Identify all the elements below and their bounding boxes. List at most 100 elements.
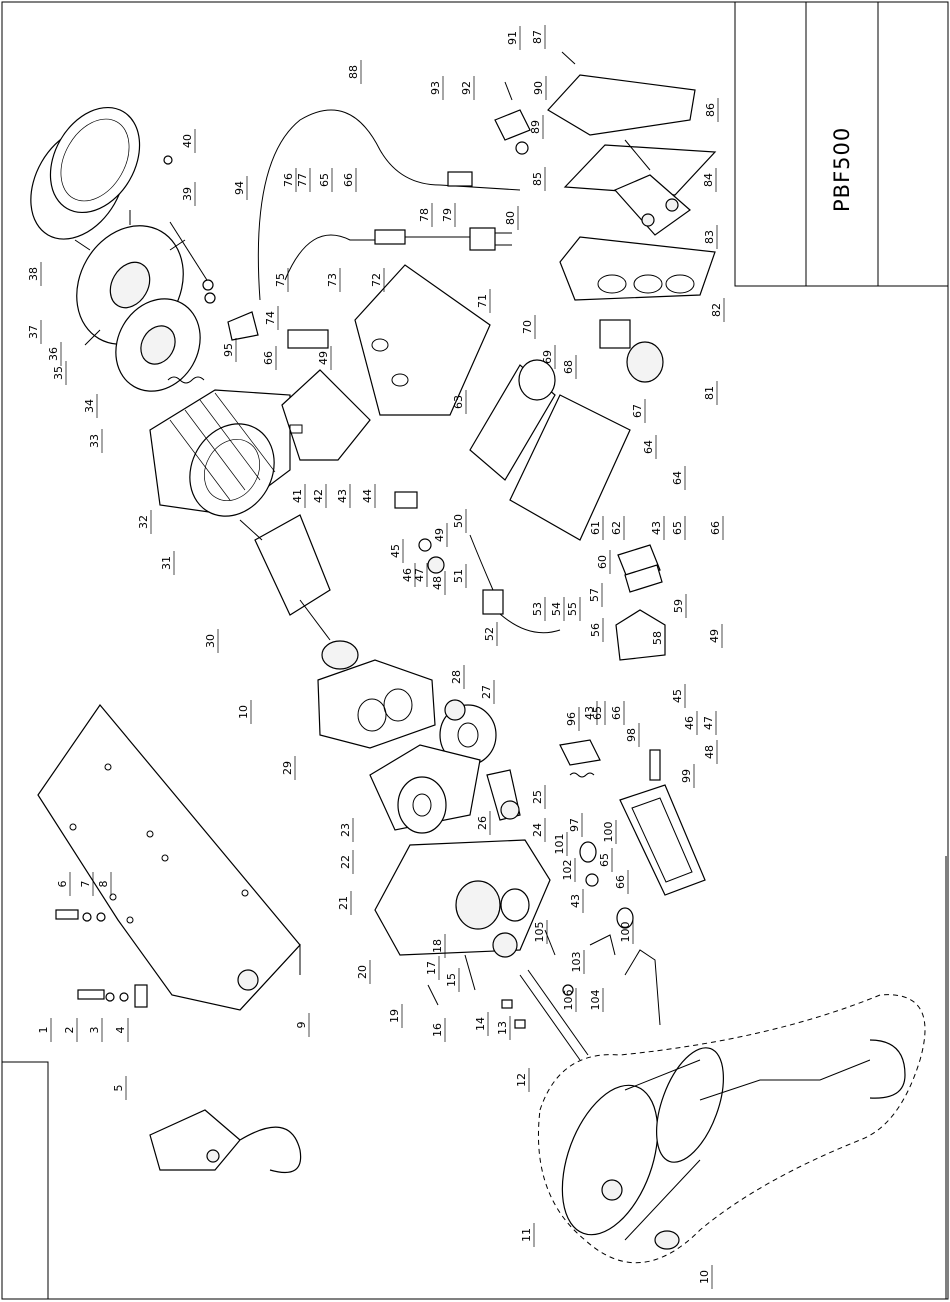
callout-12: 12: [515, 1073, 528, 1087]
part-96-bracket: [559, 739, 601, 766]
callout-26: 26: [476, 816, 489, 830]
part-17-18-washers: [202, 279, 216, 304]
part-98-bolt: [649, 749, 661, 781]
part-41-terminal-box: [281, 369, 371, 461]
callout-29: 29: [281, 761, 294, 775]
part-22-gear: [397, 776, 447, 834]
callout-27: 27: [480, 685, 493, 699]
callout-16: 16: [431, 1023, 444, 1037]
part-67-bracket: [509, 394, 631, 541]
callout-43: 43: [569, 894, 582, 908]
part-11-drum-cable: [537, 994, 926, 1264]
corner-box: [1, 1061, 49, 1300]
part-90-bracket: [494, 109, 531, 141]
callout-61: 61: [589, 521, 602, 535]
callout-93: 93: [429, 81, 442, 95]
callout-59: 59: [672, 599, 685, 613]
part-15-bearing: [492, 932, 518, 958]
callout-84: 84: [702, 173, 715, 187]
callout-100: 100: [602, 822, 615, 843]
callout-45: 45: [389, 544, 402, 558]
callout-96: 96: [565, 712, 578, 726]
callout-73: 73: [326, 273, 339, 287]
callout-77: 77: [296, 173, 309, 187]
callout-43: 43: [583, 706, 596, 720]
part-99-handle: [619, 784, 706, 896]
callout-37: 37: [27, 325, 40, 339]
callout-14: 14: [474, 1017, 487, 1031]
callout-18: 18: [431, 939, 444, 953]
callout-74: 74: [264, 311, 277, 325]
callout-76: 76: [282, 173, 295, 187]
callout-25: 25: [531, 790, 544, 804]
part-105-106-screws: [544, 929, 574, 996]
part-82-pendant-housing: [559, 236, 716, 301]
callout-102: 102: [561, 860, 574, 881]
callout-21: 21: [337, 896, 350, 910]
callout-11: 11: [520, 1228, 533, 1242]
part-81-emergency-stop: [599, 319, 664, 383]
callout-49: 49: [708, 629, 721, 643]
part-83-switch-module: [613, 174, 691, 236]
part-10-bearing-upper: [321, 640, 359, 670]
callout-23: 23: [339, 823, 352, 837]
callout-20: 20: [356, 965, 369, 979]
callout-53: 53: [531, 602, 544, 616]
callout-10: 10: [237, 705, 250, 719]
callout-66: 66: [342, 173, 355, 187]
callout-43: 43: [650, 521, 663, 535]
callout-71: 71: [476, 294, 489, 308]
callout-65: 65: [591, 706, 604, 720]
callout-99: 99: [680, 769, 693, 783]
callout-65: 65: [598, 853, 611, 867]
callout-64: 64: [671, 471, 684, 485]
callout-42: 42: [312, 489, 325, 503]
callout-28: 28: [450, 670, 463, 684]
callout-55: 55: [566, 602, 579, 616]
callout-94: 94: [233, 181, 246, 195]
callout-38: 38: [27, 267, 40, 281]
callout-19: 19: [388, 1009, 401, 1023]
callout-60: 60: [596, 555, 609, 569]
callout-85: 85: [531, 172, 544, 186]
part-47-48-buttons: [418, 538, 445, 574]
callout-46: 46: [401, 568, 414, 582]
part-89-nut: [515, 141, 529, 155]
callout-36: 36: [47, 347, 60, 361]
callout-15: 15: [445, 973, 458, 987]
part-39-rod: [169, 221, 213, 289]
callout-92: 92: [460, 81, 473, 95]
callout-30: 30: [204, 634, 217, 648]
callout-24: 24: [531, 823, 544, 837]
part-13-14-keys: [501, 999, 526, 1029]
part-38-filter-cover: [30, 106, 141, 240]
callout-8: 8: [97, 881, 110, 888]
callout-81: 81: [703, 386, 716, 400]
callout-22: 22: [339, 855, 352, 869]
callout-66: 66: [614, 875, 627, 889]
callout-52: 52: [483, 627, 496, 641]
callout-101: 101: [553, 834, 566, 855]
callout-104: 104: [589, 990, 602, 1011]
callout-40: 40: [181, 134, 194, 148]
callout-90: 90: [532, 81, 545, 95]
callout-13: 13: [496, 1021, 509, 1035]
callout-68: 68: [562, 360, 575, 374]
callout-6: 6: [56, 881, 69, 888]
part-69-capacitor: [469, 359, 556, 481]
part-87-screw: [561, 51, 576, 65]
callout-66: 66: [262, 351, 275, 365]
part-6-bolt: [55, 909, 106, 922]
part-86-pendant-cover: [547, 74, 696, 136]
part-28-pinion: [444, 699, 466, 721]
callout-41: 41: [291, 489, 304, 503]
part-79-plug: [374, 227, 512, 251]
title-block: PBF500: [734, 1, 949, 287]
part-32-motor-housing: [149, 389, 291, 517]
callout-69: 69: [541, 350, 554, 364]
callout-91: 91: [506, 31, 519, 45]
callout-10: 10: [698, 1270, 711, 1284]
callout-57: 57: [588, 588, 601, 602]
